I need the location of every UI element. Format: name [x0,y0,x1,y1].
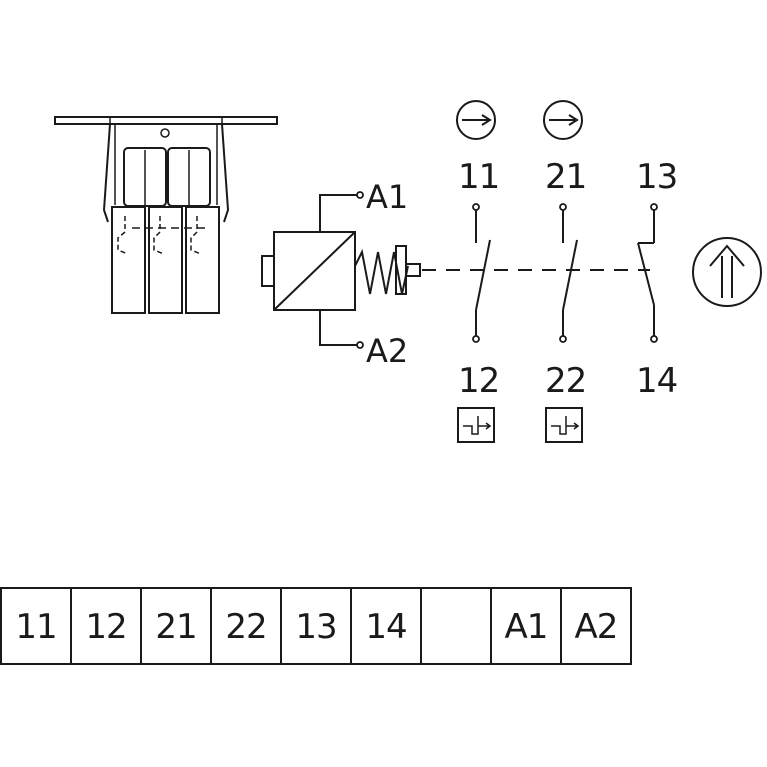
contact-label-top: 21 [545,157,586,197]
terminal-cell [420,587,492,665]
contact-label-bottom: 14 [636,361,677,401]
terminal-cell-label: 21 [155,607,196,647]
terminal-cell [560,587,632,665]
contact-label-bottom: 12 [458,361,499,401]
contact-label-bottom: 22 [545,361,586,401]
terminal-cell-label: 11 [15,607,56,647]
arrow-right-circle-icon [543,100,583,140]
arrow-right-circle-icon [456,100,496,140]
contact-label-top: 13 [636,157,677,197]
coil-symbol [261,191,421,349]
double-up-arrow-icon [692,237,762,307]
contact-11-12: 11 12 [456,100,500,443]
delayed-contact-icon [457,407,495,443]
terminal-cell-label: A2 [575,607,618,647]
terminal-cell-label: 12 [85,607,126,647]
coil-label-a2: A2 [366,332,408,370]
terminal-cell-label: A1 [505,607,548,647]
contact-13-14: 13 14 [636,157,678,401]
terminal-cell-label: 13 [295,607,336,647]
coil-label-a1: A1 [366,178,408,216]
delayed-contact-icon [545,407,583,443]
contact-label-top: 11 [458,157,499,197]
terminal-cell-label: 14 [365,607,406,647]
device-side-view [54,116,278,314]
terminal-strip: 11 12 21 22 13 14 A1 A2 [0,587,632,665]
contact-21-22: 21 22 [543,100,587,443]
terminal-cell-label: 22 [225,607,266,647]
